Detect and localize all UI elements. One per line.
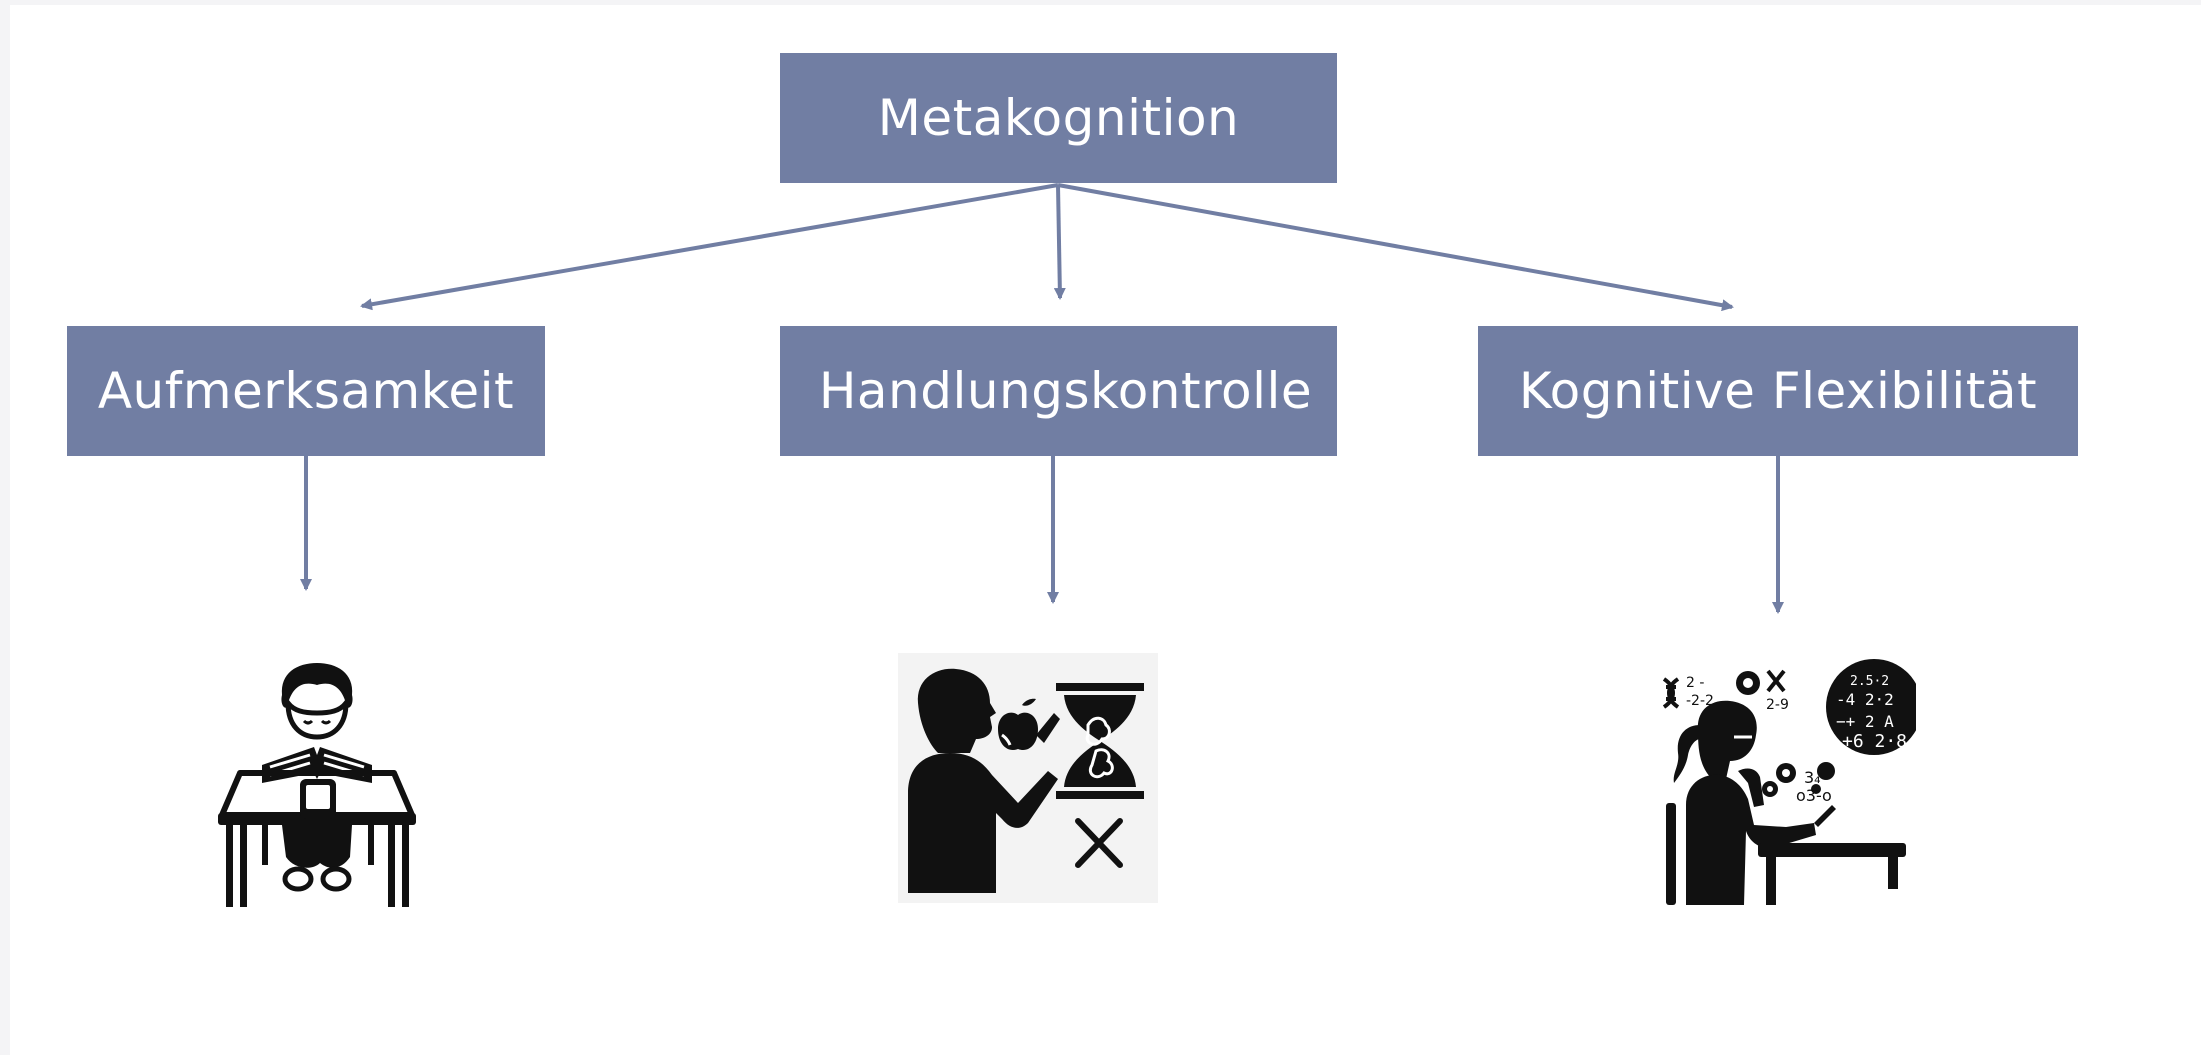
svg-text:o3-o: o3-o xyxy=(1796,786,1832,805)
arrow-root-to-handlungskontrolle xyxy=(1053,184,1066,300)
box-aufmerksamkeit-label: Aufmerksamkeit xyxy=(97,362,515,420)
svg-text:2 -: 2 - xyxy=(1686,675,1704,691)
svg-text:−+ 2 A: −+ 2 A xyxy=(1836,712,1894,731)
person-eating-apple-hourglass-icon xyxy=(898,653,1158,903)
box-metakognition: Metakognition xyxy=(780,53,1337,183)
box-handlungskontrolle: Handlungskontrolle xyxy=(780,326,1337,456)
svg-text:+6 2·8: +6 2·8 xyxy=(1842,731,1907,752)
svg-text:2-9: 2-9 xyxy=(1766,697,1789,713)
arrow-root-to-kognitive-flexibilitaet xyxy=(1057,183,1734,312)
svg-text:-2-2: -2-2 xyxy=(1686,693,1714,709)
box-kognitive-flexibilitaet-label: Kognitive Flexibilität xyxy=(1518,362,2038,420)
child-reading-at-desk-icon xyxy=(218,663,416,907)
svg-text:2.5·2: 2.5·2 xyxy=(1850,674,1889,689)
diagram-canvas: Metakognition Aufmerksamkeit Handlungsko… xyxy=(10,5,2201,1055)
box-aufmerksamkeit: Aufmerksamkeit xyxy=(67,326,545,456)
box-metakognition-label: Metakognition xyxy=(877,89,1240,147)
box-kognitive-flexibilitaet: Kognitive Flexibilität xyxy=(1478,326,2078,456)
girl-thinking-math-icon: 2.5·2 -4 2·2 −+ 2 A +6 2·8 2 - -2-2 2-9 … xyxy=(1662,659,1916,905)
svg-text:-4 2·2: -4 2·2 xyxy=(1836,690,1894,709)
box-handlungskontrolle-label: Handlungskontrolle xyxy=(818,362,1313,420)
arrow-root-to-aufmerksamkeit xyxy=(360,183,1059,311)
svg-text:3₄: 3₄ xyxy=(1804,768,1821,787)
connector-arrows xyxy=(300,183,1784,614)
